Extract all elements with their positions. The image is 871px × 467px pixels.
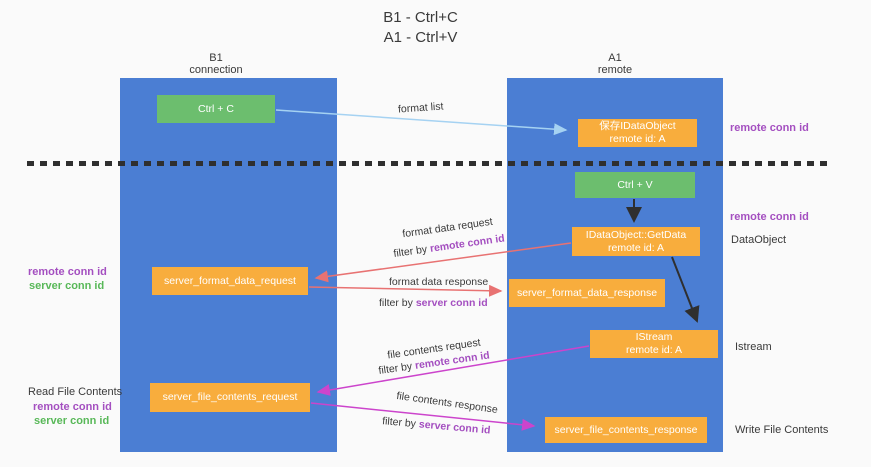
node-getdata-line1: IDataObject::GetData xyxy=(585,228,687,241)
node-server-file-contents-request: server_file_contents_request xyxy=(150,383,310,412)
title-line-2: A1 - Ctrl+V xyxy=(383,29,458,46)
node-ctrl-v: Ctrl + V xyxy=(575,172,695,198)
annotation-remote-conn-id-bottom-left: remote conn id xyxy=(33,401,112,413)
filter-by-text: filter by xyxy=(381,415,417,431)
node-server-file-contents-response: server_file_contents_response xyxy=(545,417,707,443)
annotation-remote-conn-id-mid-left: remote conn id xyxy=(28,266,107,278)
annotation-dataobject: DataObject xyxy=(731,234,787,246)
left-column-header: B1 connection xyxy=(116,52,316,76)
diagram-title: B1 - Ctrl+C A1 - Ctrl+V xyxy=(0,8,841,48)
node-save-dataobject-line1: 保存IDataObject xyxy=(599,120,676,132)
node-ctrl-c-label: Ctrl + C xyxy=(198,102,234,115)
annotation-server-conn-id-mid-left: server conn id xyxy=(29,280,105,292)
node-getdata-line2: remote id: A xyxy=(607,241,665,254)
title-line-1: B1 - Ctrl+C xyxy=(383,9,458,26)
annotation-remote-conn-id-mid-right: remote conn id xyxy=(730,211,809,223)
node-ctrl-c: Ctrl + C xyxy=(157,95,275,123)
label-format-list: format list xyxy=(397,100,444,116)
node-server-format-data-request: server_format_data_request xyxy=(152,267,308,295)
node-server-format-data-request-label: server_format_data_request xyxy=(164,274,296,287)
node-istream-line2: remote id: A xyxy=(625,344,683,356)
right-column-name: A1 xyxy=(608,52,622,64)
annotation-istream: Istream xyxy=(735,341,772,353)
node-save-dataobject: 保存IDataObject remote id: A xyxy=(578,119,697,147)
remote-conn-id-text: remote conn id xyxy=(429,232,506,255)
left-column-name: B1 xyxy=(209,52,223,64)
annotation-server-conn-id-bottom-left: server conn id xyxy=(34,415,110,427)
left-column-role: connection xyxy=(189,64,243,76)
filter-by-text: filter by xyxy=(379,297,413,309)
node-server-format-data-response-label: server_format_data_response xyxy=(516,286,658,299)
filter-by-text: filter by xyxy=(377,360,413,377)
filter-by-text: filter by xyxy=(392,243,428,260)
dashed-separator-line xyxy=(27,161,833,166)
right-column-role: remote xyxy=(597,64,633,76)
server-conn-id-text: server conn id xyxy=(415,297,488,309)
label-format-data-response: format data response xyxy=(389,276,489,288)
node-ctrl-v-label: Ctrl + V xyxy=(617,178,653,191)
server-conn-id-text: server conn id xyxy=(418,418,491,437)
node-server-format-data-response: server_format_data_response xyxy=(509,279,665,307)
node-server-file-contents-request-label: server_file_contents_request xyxy=(162,391,298,403)
annotation-write-file-contents: Write File Contents xyxy=(735,424,829,436)
annotation-read-file-contents: Read File Contents xyxy=(28,386,123,398)
node-getdata: IDataObject::GetData remote id: A xyxy=(572,227,700,256)
node-istream-line1: IStream xyxy=(635,331,673,343)
node-istream: IStream remote id: A xyxy=(590,330,718,358)
right-column-header: A1 remote xyxy=(507,52,723,76)
label-file-contents-response: file contents response xyxy=(395,389,499,417)
annotation-remote-conn-id-top-right: remote conn id xyxy=(730,122,809,134)
node-server-file-contents-response-label: server_file_contents_response xyxy=(554,423,698,436)
node-save-dataobject-line2: remote id: A xyxy=(609,133,666,145)
